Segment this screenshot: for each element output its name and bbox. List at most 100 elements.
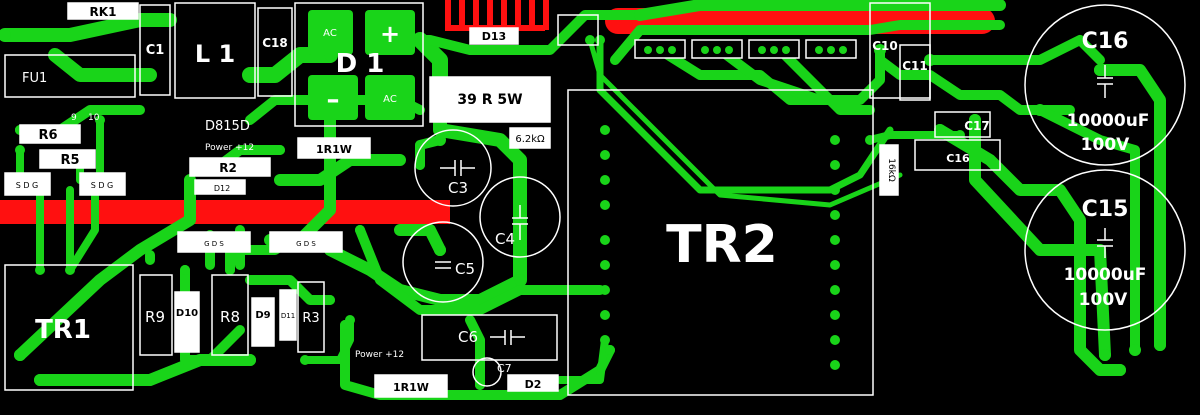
d1-outline — [294, 2, 424, 127]
c15-outline — [1024, 169, 1186, 331]
label-gds-a: G D S — [204, 240, 224, 248]
red-heatsink-traces — [445, 0, 549, 31]
label-gds-b: G D S — [296, 240, 316, 248]
label-pin10: 10 — [88, 113, 100, 123]
trace-c15-left — [934, 124, 1126, 376]
trace-c3-left — [415, 135, 445, 170]
c5-outline — [402, 221, 484, 303]
component-body-fills — [5, 3, 898, 397]
trace-conn-b — [715, 45, 825, 105]
capacitor-marks — [435, 65, 1113, 345]
label-c6: C6 — [458, 328, 478, 346]
small-ic-top — [557, 14, 599, 46]
r8-outline — [211, 274, 249, 356]
c7-outline — [472, 357, 502, 387]
label-c10: C10 — [872, 39, 898, 53]
label-c7: C7 — [497, 362, 512, 375]
trace-mosfet-drop — [36, 186, 99, 274]
label-tr2: TR2 — [666, 215, 778, 275]
red-rail-left — [0, 200, 450, 224]
c16-outline — [1024, 4, 1186, 166]
label-c11: C11 — [902, 59, 928, 73]
trace-mid-horizontal — [274, 154, 406, 186]
label-d10: D10 — [176, 308, 198, 319]
r9-outline — [139, 274, 173, 356]
label-c16-small: C16 — [946, 152, 970, 165]
label-c16: C16 — [1082, 29, 1129, 54]
trace-c15-mid — [969, 114, 1111, 361]
trace-tr1-diag — [14, 174, 196, 361]
silkscreen-labels: RK1 FU1 C1 L 1 C18 D 1 AC AC + – D13 39 … — [16, 5, 1150, 394]
c4-outline — [479, 176, 561, 258]
trace-c15-right — [1094, 64, 1166, 351]
trace-c5 — [394, 224, 446, 256]
c6-outline — [421, 314, 558, 361]
label-r5: R5 — [60, 153, 79, 168]
label-r39: 39 R 5W — [457, 92, 522, 108]
label-r8: R8 — [220, 308, 240, 326]
label-d2: D2 — [525, 378, 542, 391]
trace-tr1-bottom — [34, 354, 256, 386]
trace-c4-bottom — [324, 244, 526, 306]
label-d11: D11 — [281, 312, 295, 320]
r3-outline — [297, 281, 325, 353]
tr1-outline — [4, 264, 134, 391]
label-d9: D9 — [255, 310, 270, 321]
label-c15-value: 10000uF — [1064, 265, 1147, 285]
label-r16k: 16kΩ — [886, 158, 896, 182]
trace-lower-right — [556, 336, 609, 384]
label-c1: C1 — [146, 43, 165, 58]
label-d1-ac-b: AC — [383, 94, 397, 105]
trace-bottom-mid — [355, 225, 605, 315]
label-l1: L 1 — [195, 40, 235, 68]
trace-fuse — [48, 48, 157, 82]
tr2-outline — [567, 89, 874, 396]
trace-l1-d1 — [242, 47, 338, 83]
label-r6k2: 6.2kΩ — [515, 134, 545, 145]
trace-c16-c15 — [1035, 105, 1140, 355]
label-c17: C17 — [964, 119, 990, 133]
label-power12-top: Power +12 — [205, 143, 254, 153]
label-d1-plus: + — [380, 20, 400, 48]
label-sdg-left: S D G — [16, 181, 39, 190]
label-c3: C3 — [448, 179, 468, 197]
label-d1-minus: – — [327, 85, 340, 115]
d1-pads — [308, 10, 415, 120]
c17-outline — [934, 111, 991, 138]
label-c15-voltage: 100V — [1079, 290, 1128, 310]
label-c16-value: 10000uF — [1067, 111, 1150, 131]
label-tr1: TR1 — [35, 315, 91, 345]
label-d815d: D815D — [205, 119, 250, 134]
c1-outline — [139, 4, 171, 96]
label-c18: C18 — [262, 36, 288, 50]
label-d1: D 1 — [336, 49, 385, 79]
c16-small-outline — [914, 139, 1001, 171]
c11-outline — [899, 44, 931, 101]
label-c15: C15 — [1082, 197, 1129, 222]
label-d1-ac-a: AC — [323, 28, 337, 39]
l1-outline — [174, 2, 256, 99]
top-connectors — [634, 39, 857, 59]
label-r1r1w-top: 1R1W — [316, 143, 352, 156]
fu1-outline — [4, 54, 136, 98]
trace-conn-a — [655, 45, 885, 105]
trace-tr2-to-c16 — [596, 36, 894, 194]
label-fu1: FU1 — [22, 71, 47, 86]
label-r3: R3 — [302, 311, 319, 326]
label-d12: D12 — [214, 184, 230, 193]
label-d13: D13 — [482, 30, 506, 43]
label-r6: R6 — [38, 128, 57, 143]
tr2-pin-column-left — [600, 125, 610, 320]
label-power12-bottom: Power +12 — [355, 350, 404, 360]
label-r2: R2 — [219, 161, 237, 175]
label-r1r1w-bottom: 1R1W — [393, 381, 429, 394]
trace-c16-top — [925, 35, 1105, 65]
label-r9: R9 — [145, 308, 165, 326]
label-c5: C5 — [455, 260, 475, 278]
label-rk1: RK1 — [90, 5, 117, 19]
trace-top-long — [634, 0, 1006, 21]
label-sdg-right: S D G — [91, 181, 114, 190]
label-c16-voltage: 100V — [1081, 135, 1130, 155]
